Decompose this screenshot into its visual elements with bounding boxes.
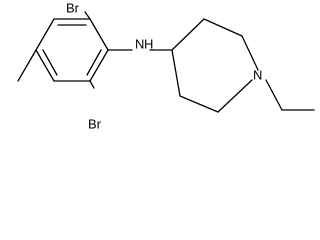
bond-c4-methyl xyxy=(17,49,37,82)
bond-pip-n-c6 xyxy=(217,79,253,113)
atom-label-br-bottom: Br xyxy=(88,117,102,132)
atom-label-amine-h: H xyxy=(144,37,153,52)
piperidine-ring xyxy=(171,18,259,113)
bond-pip-c4-c3 xyxy=(171,18,205,51)
bond-c2-br xyxy=(84,11,91,20)
bond-pip-c5-c4 xyxy=(171,49,181,97)
bond-n-ethyl-ch2 xyxy=(265,79,283,111)
bond-c6-c1 xyxy=(89,49,109,82)
bond-c1-c2 xyxy=(89,18,109,51)
double-bond-c4-c5 xyxy=(42,49,58,76)
bond-c4-c5 xyxy=(35,49,55,82)
benzene-ring xyxy=(35,18,109,82)
bond-c6-br xyxy=(89,80,95,89)
bond-pip-c3-c2 xyxy=(203,18,243,37)
atom-label-br-top: Br xyxy=(66,1,80,16)
bond-pip-c6-c5 xyxy=(179,95,219,113)
chemical-structure-diagram: Br Br N H N xyxy=(17,1,315,132)
double-bond-c6-c1 xyxy=(86,49,102,76)
bond-pip-c2-n xyxy=(241,35,259,71)
atom-label-amine-n: N xyxy=(135,37,144,52)
bond-c3-c4 xyxy=(35,18,55,51)
atom-label-piperidine-n: N xyxy=(253,68,262,83)
